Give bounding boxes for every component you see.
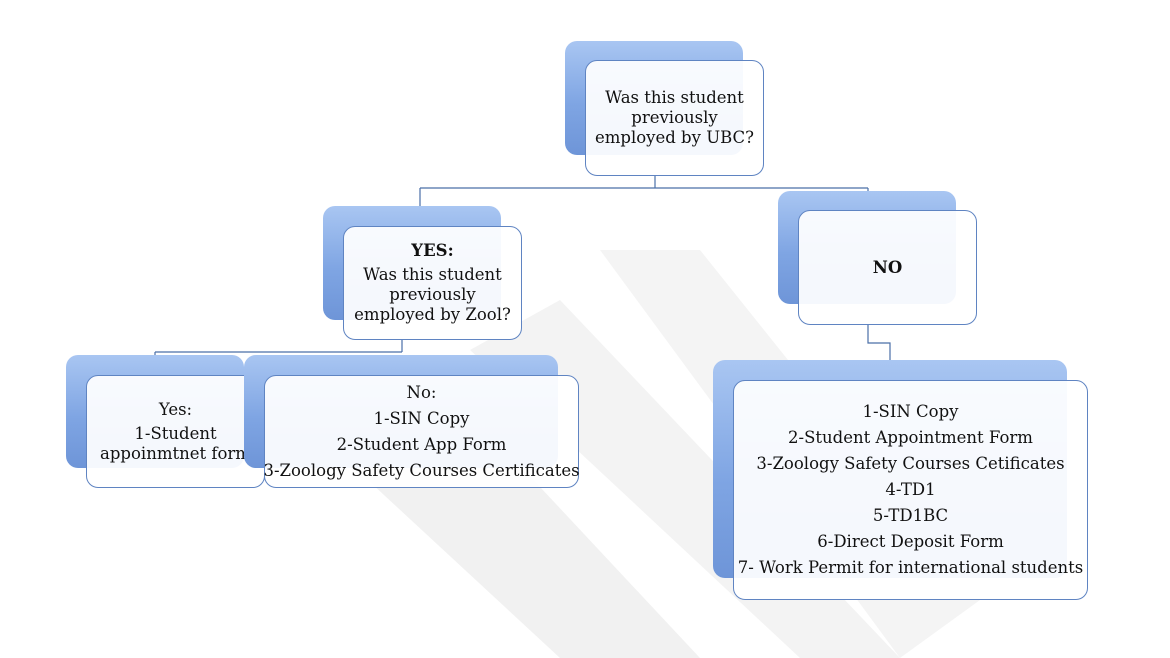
root-node: Was this student previously employed by … xyxy=(585,60,764,176)
yes-no-leaf: No: 1-SIN Copy 2-Student App Form 3-Zool… xyxy=(263,375,580,488)
no-leaf-item-2: 2-Student Appointment Form xyxy=(788,428,1033,447)
yes-no-leaf-item-1: 1-SIN Copy xyxy=(373,408,470,428)
no-leaf-item-7: 7- Work Permit for international student… xyxy=(737,558,1084,577)
no-leaf-item-5: 5-TD1BC xyxy=(872,506,949,525)
no-node-label: NO xyxy=(872,257,903,277)
yes-node-line-1: Was this student xyxy=(363,265,502,284)
yes-yes-leaf-line-1: 1-Student xyxy=(134,423,217,443)
yes-yes-leaf-line-2: appoinmtnet form xyxy=(100,443,251,463)
no-leaf-item-6: 6-Direct Deposit Form xyxy=(817,532,1004,551)
root-node-line-1: Was this student xyxy=(605,88,744,107)
no-leaf: 1-SIN Copy 2-Student Appointment Form 3-… xyxy=(733,380,1088,600)
yes-yes-leaf: Yes: 1-Student appoinmtnet form xyxy=(86,375,265,488)
no-leaf-item-4: 4-TD1 xyxy=(885,480,936,499)
yes-node-line-3: employed by Zool? xyxy=(354,305,511,324)
yes-node: YES: Was this student previously employe… xyxy=(343,226,522,340)
no-leaf-item-3: 3-Zoology Safety Courses Cetificates xyxy=(756,454,1065,473)
yes-no-leaf-heading: No: xyxy=(406,382,437,402)
yes-no-leaf-item-2: 2-Student App Form xyxy=(336,434,507,454)
yes-node-heading: YES: xyxy=(411,241,454,260)
no-node: NO xyxy=(798,210,977,325)
no-leaf-item-1: 1-SIN Copy xyxy=(862,402,959,421)
root-node-line-3: employed by UBC? xyxy=(594,128,754,147)
root-node-line-2: previously xyxy=(631,108,718,127)
yes-node-line-2: previously xyxy=(389,285,476,304)
yes-yes-leaf-heading: Yes: xyxy=(158,399,193,419)
yes-no-leaf-item-3: 3-Zoology Safety Courses Certificates xyxy=(263,460,580,480)
